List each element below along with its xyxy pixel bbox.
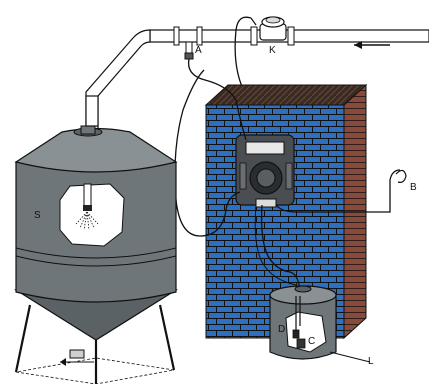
- storage-tank: [16, 126, 176, 384]
- label-k: K: [269, 45, 276, 56]
- label-a: A: [195, 45, 202, 56]
- cable-end-icon: [396, 170, 406, 182]
- label-s: S: [34, 210, 41, 221]
- chemical-tank: [270, 286, 336, 359]
- leader-l: [330, 352, 370, 362]
- label-c: C: [308, 336, 315, 347]
- label-b: B: [410, 182, 417, 193]
- dosing-pump-icon: [236, 135, 294, 207]
- label-d: D: [278, 324, 285, 335]
- label-l: L: [368, 356, 374, 367]
